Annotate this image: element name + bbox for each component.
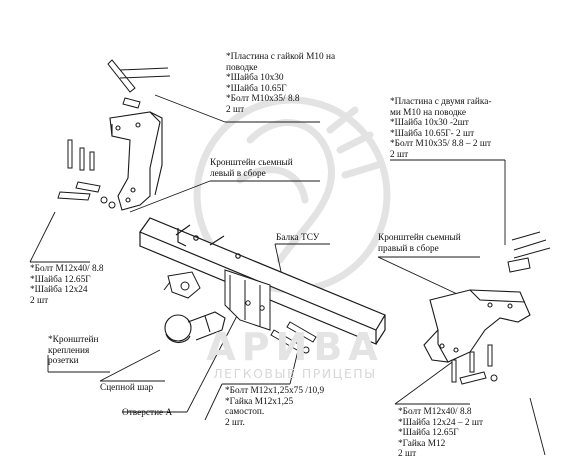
beam-label: Балка ТСУ (276, 233, 320, 243)
left-plate (107, 59, 171, 109)
center-bolt-kit-label: *Болт М12х1,25х75 /10,9 *Гайка М12х1,25 … (225, 386, 324, 428)
label-line: Кронштейн сьемный (378, 233, 461, 243)
label-line: *Шайба 12.65Г (30, 274, 91, 285)
left-bolt-kit-label: *Болт М12х40/ 8.8 *Шайба 12.65Г *Шайба 1… (30, 264, 104, 306)
central-mount (224, 269, 271, 331)
right-bracket-label: Кронштейн сьемный правый в сборе (378, 233, 461, 254)
label-line: *Болт М12х1,25х75 /10,9 (225, 386, 325, 396)
label-line: левый в сборе (210, 168, 266, 179)
left-bracket-label: Кронштейн сьемный левый в сборе (210, 158, 293, 179)
label-line: правый в сборе (378, 243, 439, 254)
tow-ball (164, 311, 226, 344)
socket-bracket-label: *Кронштейн крепления розетки (48, 335, 98, 367)
label-line: *Гайка М12 (398, 438, 446, 449)
label-line: *Шайба 12х24 – 2 шт (398, 417, 484, 428)
label-line: розетки (48, 356, 79, 367)
label-line: 2 шт (226, 104, 245, 115)
label-line: 2 шт (30, 295, 49, 306)
hole-a-label: Отверстие А (122, 408, 173, 418)
label-line: 2 шт (398, 449, 417, 460)
label-line: *Кронштейн (48, 335, 99, 345)
socket-bracket (163, 271, 201, 299)
right-small-bolts (451, 344, 498, 385)
label-line: *Шайба 10.65Г (226, 83, 287, 94)
right-bolt-kit-label: *Болт М12х40/ 8.8 *Шайба 12х24 – 2 шт *Ш… (398, 407, 483, 460)
label-line: *Болт М12х40/ 8.8 (398, 407, 472, 417)
label-line: *Пластина с двумя гайка- (390, 97, 492, 107)
left-bracket (109, 111, 163, 211)
label-line: *Гайка М12х1,25 (225, 396, 294, 407)
label-line: *Пластина с гайкой М10 на (226, 52, 336, 62)
label-line: *Шайба 10х30 (226, 73, 284, 84)
watermark-tagline: ЛЕГКОВЫЕ ПРИЦЕПЫ (213, 366, 377, 381)
label-line: Кронштейн сьемный (210, 158, 293, 168)
left-small-bolts (57, 139, 116, 209)
label-line: *Шайба 12х24 (30, 285, 88, 296)
label-line: 2 шт (390, 149, 409, 160)
right-plate (507, 231, 551, 273)
right-bracket (423, 289, 531, 363)
label-line: *Болт М10х35/ 8.8 (226, 94, 300, 105)
right-plate-kit-label: *Пластина с двумя гайка- ми М10 на повод… (390, 97, 492, 161)
leader-lines (29, 94, 546, 456)
left-plate-kit-label: *Пластина с гайкой М10 на поводке *Шайба… (226, 52, 335, 116)
label-line: *Шайба 10х30 -2шт (390, 118, 469, 129)
label-line: ми М10 на поводке (390, 107, 466, 118)
label-line: *Болт М12х40/ 8.8 (30, 264, 104, 274)
label-line: самостоп. (225, 407, 265, 418)
label-line: крепления (48, 345, 90, 356)
watermark-brand: АРИВА (206, 325, 384, 369)
label-line: 2 шт. (225, 417, 245, 428)
tow-ball-label: Сцепной шар (100, 383, 154, 393)
label-line: *Болт М10х35/ 8.8 – 2 шт (390, 139, 492, 150)
label-line: *Шайба 10.65Г- 2 шт (390, 128, 475, 139)
label-line: поводке (226, 62, 258, 73)
label-line: *Шайба 12.65Г (398, 428, 459, 439)
center-bolts (270, 321, 317, 354)
